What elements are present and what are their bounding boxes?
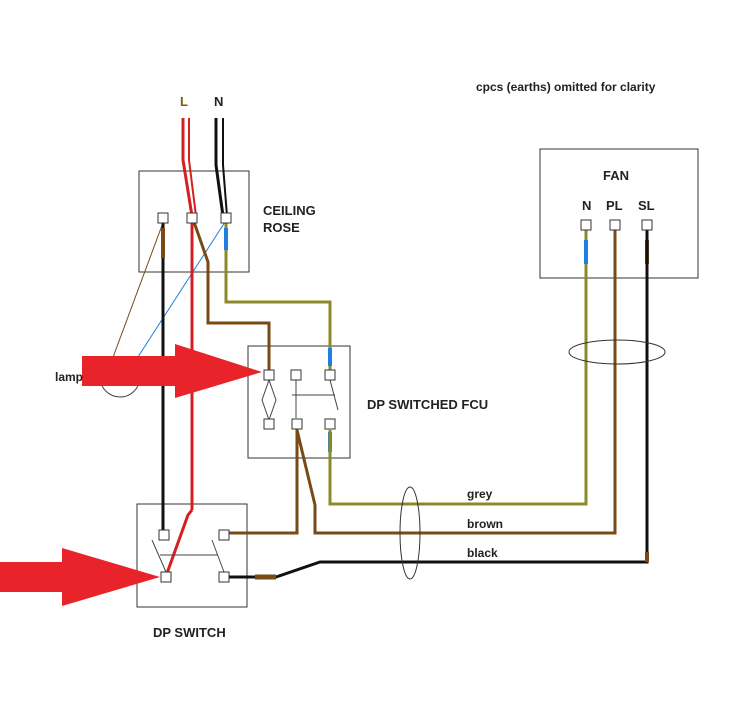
fan-box	[539, 148, 699, 279]
lamp-lead-brown	[111, 219, 165, 361]
supply-neutral-wire	[214, 118, 225, 217]
fcu-internal-left-2	[268, 379, 277, 421]
arrow-to-switch	[0, 548, 160, 606]
fcu-terminal-br	[324, 418, 336, 430]
ceiling-rose-title-2: ROSE	[263, 220, 300, 235]
lamp-lead-blue	[135, 221, 226, 361]
rose-terminal-left	[157, 212, 169, 224]
arrow-to-fcu	[82, 344, 262, 398]
dp-switch-pole-2	[211, 539, 225, 573]
ceiling-rose-title-1: CEILING	[263, 203, 316, 218]
fan-cable-ellipse	[568, 339, 666, 365]
dp-switch-title: DP SWITCH	[153, 625, 226, 640]
fcu-terminal-tr	[324, 369, 336, 381]
dp-switch-pole-1	[151, 539, 167, 573]
supply-live-wire	[181, 118, 194, 217]
fan-terminal-pl	[609, 219, 621, 231]
supply-neutral-label: N	[214, 94, 223, 109]
ceiling-rose-box	[138, 170, 250, 273]
fcu-terminal-bl	[263, 418, 275, 430]
fan-title: FAN	[603, 168, 629, 183]
fcu-terminal-tl	[263, 369, 275, 381]
fan-terminal-label-pl: PL	[606, 198, 623, 213]
supply-live-label: L	[180, 94, 188, 109]
rose-to-fcu-brown	[192, 221, 271, 373]
fan-terminal-label-n: N	[582, 198, 591, 213]
fan-terminal-n	[580, 219, 592, 231]
fcu-to-fan-brown	[295, 230, 617, 535]
cable-label-brown: brown	[467, 517, 503, 531]
switch-terminal-tr	[218, 529, 230, 541]
rose-to-fcu-grey	[224, 222, 332, 373]
fcu-contact-b	[329, 379, 339, 411]
fcu-to-switch-brown	[224, 428, 299, 535]
fcu-internal-left	[261, 379, 270, 421]
fcu-title: DP SWITCHED FCU	[367, 397, 488, 412]
supply-live-wire-b	[188, 118, 197, 217]
fan-terminal-label-sl: SL	[638, 198, 655, 213]
fan-terminal-sl	[641, 219, 653, 231]
switch-terminal-br	[218, 571, 230, 583]
rose-to-switch-red-2	[164, 509, 194, 577]
cable-label-grey: grey	[467, 487, 493, 501]
fcu-box	[247, 345, 351, 459]
supply-neutral-wire-b	[222, 118, 228, 217]
note-text: cpcs (earths) omitted for clarity	[476, 80, 656, 94]
cable-label-black: black	[467, 546, 498, 560]
fcu-to-fan-grey	[328, 230, 588, 506]
rose-terminal-right	[220, 212, 232, 224]
switch-terminal-bl	[160, 571, 172, 583]
switch-cable-ellipse	[399, 486, 421, 580]
switch-terminal-tl	[158, 529, 170, 541]
lamp-label: lamp	[55, 370, 83, 384]
fcu-terminal-tm	[290, 369, 302, 381]
fcu-terminal-bm	[291, 418, 303, 430]
terminals	[157, 212, 653, 583]
rose-terminal-mid	[186, 212, 198, 224]
